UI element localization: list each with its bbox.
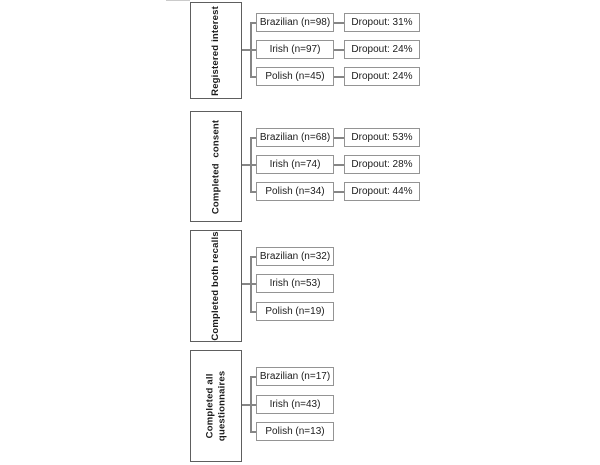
dropout-label: Dropout: 24% — [351, 71, 413, 82]
connector-line — [334, 22, 344, 24]
connector-line — [334, 76, 344, 78]
connector-line — [334, 164, 344, 166]
connector-line — [250, 311, 256, 313]
connector-line — [250, 22, 256, 24]
figure-edge-artifact — [166, 0, 190, 1]
group-box-polish-questionnaires: Polish (n=13) — [256, 422, 334, 441]
dropout-label: Dropout: 28% — [351, 159, 413, 170]
connector-line — [242, 283, 256, 285]
dropout-label: Dropout: 53% — [351, 132, 413, 143]
connector-line — [250, 256, 252, 312]
group-label: Polish (n=45) — [265, 71, 325, 82]
group-box-irish-registered: Irish (n=97) — [256, 40, 334, 59]
stage-label-completed-consent: Completed consent — [210, 119, 222, 214]
group-box-irish-recalls: Irish (n=53) — [256, 274, 334, 293]
group-box-polish-recalls: Polish (n=19) — [256, 302, 334, 321]
connector-line — [242, 404, 256, 406]
stage-label-completed-both-recalls: Completed both recalls — [210, 231, 222, 341]
stage-label-completed-all-questionnaires: Completed all questionnaires — [204, 370, 227, 442]
group-box-polish-consent: Polish (n=34) — [256, 182, 334, 201]
group-box-brazilian-questionnaires: Brazilian (n=17) — [256, 367, 334, 386]
dropout-label: Dropout: 24% — [351, 44, 413, 55]
stage-box-registered-interest: Registered interest — [190, 2, 242, 99]
group-label: Brazilian (n=17) — [259, 371, 331, 382]
group-box-brazilian-registered: Brazilian (n=98) — [256, 13, 334, 32]
group-label: Polish (n=13) — [265, 426, 325, 437]
stage-label-registered-interest: Registered interest — [210, 5, 222, 96]
group-label: Brazilian (n=98) — [259, 17, 331, 28]
dropout-box-brazilian-consent: Dropout: 53% — [344, 128, 420, 147]
connector-line — [250, 76, 256, 78]
connector-line — [334, 49, 344, 51]
dropout-box-polish-registered: Dropout: 24% — [344, 67, 420, 86]
group-label: Irish (n=43) — [269, 399, 321, 410]
connector-line — [250, 376, 252, 432]
dropout-label: Dropout: 31% — [351, 17, 413, 28]
connector-line — [250, 137, 252, 192]
connector-line — [334, 137, 344, 139]
group-label: Irish (n=53) — [269, 278, 321, 289]
group-label: Polish (n=19) — [265, 306, 325, 317]
group-label: Brazilian (n=68) — [259, 132, 331, 143]
connector-line — [250, 22, 252, 77]
connector-line — [250, 191, 256, 193]
group-box-irish-consent: Irish (n=74) — [256, 155, 334, 174]
stage-box-completed-all-questionnaires: Completed all questionnaires — [190, 350, 242, 462]
group-box-polish-registered: Polish (n=45) — [256, 67, 334, 86]
connector-line — [250, 256, 256, 258]
connector-line — [250, 137, 256, 139]
dropout-box-polish-consent: Dropout: 44% — [344, 182, 420, 201]
connector-line — [334, 191, 344, 193]
group-label: Irish (n=74) — [269, 159, 321, 170]
group-box-brazilian-consent: Brazilian (n=68) — [256, 128, 334, 147]
stage-box-completed-both-recalls: Completed both recalls — [190, 230, 242, 342]
dropout-label: Dropout: 44% — [351, 186, 413, 197]
dropout-box-irish-consent: Dropout: 28% — [344, 155, 420, 174]
group-label: Brazilian (n=32) — [259, 251, 331, 262]
connector-line — [242, 49, 256, 51]
group-label: Polish (n=34) — [265, 186, 325, 197]
group-box-irish-questionnaires: Irish (n=43) — [256, 395, 334, 414]
connector-line — [250, 431, 256, 433]
group-label: Irish (n=97) — [269, 44, 321, 55]
dropout-box-irish-registered: Dropout: 24% — [344, 40, 420, 59]
group-box-brazilian-recalls: Brazilian (n=32) — [256, 247, 334, 266]
stage-box-completed-consent: Completed consent — [190, 111, 242, 222]
connector-line — [242, 164, 256, 166]
dropout-box-brazilian-registered: Dropout: 31% — [344, 13, 420, 32]
connector-line — [250, 376, 256, 378]
